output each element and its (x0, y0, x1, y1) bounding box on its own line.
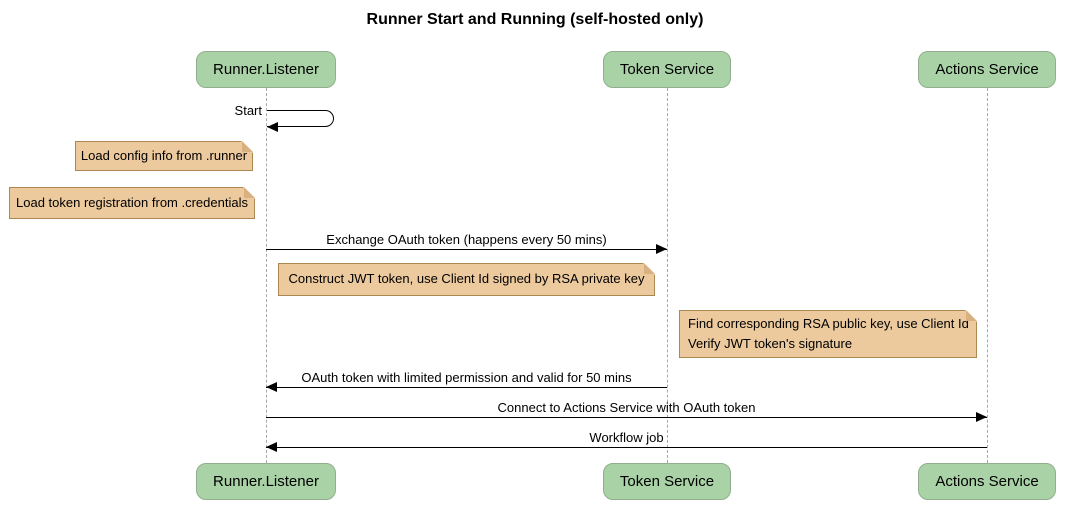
arrowhead-left-icon (266, 382, 277, 392)
message-oauth-return: OAuth token with limited permission and … (266, 370, 667, 392)
message-line (266, 249, 667, 250)
participant-actions-service-bottom: Actions Service (918, 463, 1056, 500)
arrowhead-left-icon (266, 442, 277, 452)
lifeline-actions-service (987, 88, 988, 463)
note-find-rsa: Find corresponding RSA public key, use C… (679, 310, 977, 358)
note-load-credentials: Load token registration from .credential… (9, 187, 255, 219)
note-text: Construct JWT token, use Client Id signe… (288, 271, 645, 287)
message-line (266, 387, 667, 388)
message-start-arrowhead (267, 122, 278, 132)
participant-label: Runner.Listener (213, 61, 319, 78)
participant-label: Runner.Listener (213, 473, 319, 490)
message-label: Exchange OAuth token (happens every 50 m… (326, 232, 607, 247)
message-exchange-oauth: Exchange OAuth token (happens every 50 m… (266, 232, 667, 254)
diagram-title: Runner Start and Running (self-hosted on… (366, 11, 704, 28)
participant-label: Actions Service (935, 473, 1039, 490)
participant-runner-listener-top: Runner.Listener (196, 51, 336, 88)
participant-token-service-bottom: Token Service (603, 463, 731, 500)
participant-label: Token Service (619, 61, 715, 78)
note-construct-jwt: Construct JWT token, use Client Id signe… (278, 263, 655, 296)
message-workflow-job: Workflow job (266, 430, 987, 452)
participant-runner-listener-bottom: Runner.Listener (196, 463, 336, 500)
arrowhead-right-icon (656, 244, 667, 254)
participant-token-service-top: Token Service (603, 51, 731, 88)
message-connect-actions: Connect to Actions Service with OAuth to… (266, 400, 987, 422)
participant-actions-service-top: Actions Service (918, 51, 1056, 88)
message-start-label: Start (234, 103, 262, 118)
note-text: Load token registration from .credential… (16, 194, 248, 210)
arrowhead-right-icon (976, 412, 987, 422)
message-label: OAuth token with limited permission and … (301, 370, 632, 385)
note-text-line2: Verify JWT token's signature (688, 336, 853, 351)
participant-label: Actions Service (935, 61, 1039, 78)
message-label: Workflow job (589, 430, 664, 445)
message-label: Connect to Actions Service with OAuth to… (497, 400, 756, 415)
lifeline-runner-listener (266, 88, 267, 463)
message-start-loop (267, 110, 334, 127)
message-line (266, 447, 987, 448)
note-load-config: Load config info from .runner (75, 141, 253, 171)
note-text-line1: Find corresponding RSA public key, use C… (688, 315, 969, 331)
message-line (266, 417, 987, 418)
note-text: Load config info from .runner (80, 147, 248, 163)
participant-label: Token Service (619, 473, 715, 490)
lifeline-token-service (667, 88, 668, 463)
